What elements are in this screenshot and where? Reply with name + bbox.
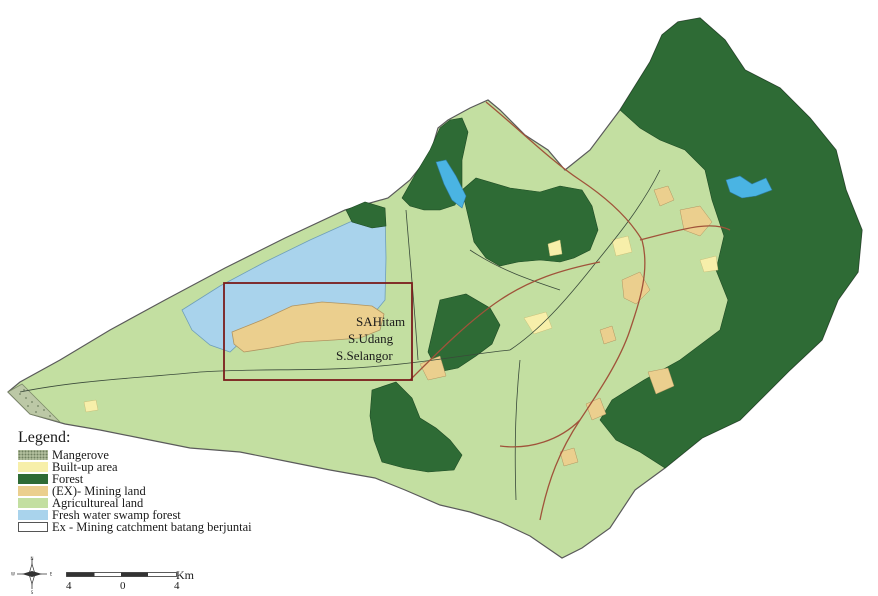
mangrove-dots (19, 389, 51, 417)
built-up-area-patches (83, 235, 719, 413)
legend-label: Agricultureal land (52, 495, 144, 510)
legend-label: (EX)- Mining land (52, 483, 146, 498)
north-letter: N (31, 556, 34, 561)
legend-label: Forest (52, 471, 84, 486)
legend-title: Legend: (18, 429, 71, 446)
legend-swatch-mangrove (18, 450, 48, 460)
label-sselangor: S.Selangor (336, 348, 393, 363)
study-area-box (223, 282, 413, 381)
legend-item-swamp: Fresh water swamp forest (18, 509, 378, 521)
legend: Legend: Mangerove Built-up area Forest (… (18, 430, 378, 533)
legend-item-mangrove: Mangerove (18, 449, 378, 461)
scale-bar: N W E S 4 0 4 Km (10, 556, 240, 596)
east-letter: E (50, 572, 53, 577)
west-letter: W (11, 572, 15, 577)
legend-swatch-forest (18, 474, 48, 484)
rivers (19, 169, 661, 501)
legend-item-agricultural: Agricultureal land (18, 497, 378, 509)
legend-label: Mangerove (52, 447, 109, 462)
legend-label: Built-up area (52, 459, 118, 474)
scale-label-left: 4 (66, 580, 72, 592)
legend-item-built-up: Built-up area (18, 461, 378, 473)
roads (409, 101, 731, 521)
forest-areas (345, 17, 863, 473)
compass-rose-icon: N W E S (11, 556, 53, 595)
legend-item-catchment: Ex - Mining catchment batang berjuntai (18, 521, 378, 533)
water-bodies (435, 159, 773, 209)
legend-swatch-swamp (18, 510, 48, 520)
south-letter: S (31, 590, 34, 595)
legend-swatch-mining (18, 486, 48, 496)
legend-swatch-built-up (18, 462, 48, 472)
legend-label: Ex - Mining catchment batang berjuntai (52, 519, 252, 534)
scale-unit: Km (176, 568, 194, 582)
legend-item-mining: (EX)- Mining land (18, 485, 378, 497)
mangrove-area (7, 383, 62, 423)
label-sudang: S.Udang (348, 331, 394, 346)
label-sahitam: SAHitam (356, 314, 406, 329)
scale-label-right: 4 (174, 580, 180, 592)
legend-swatch-catchment (18, 522, 48, 532)
scale-ruler (66, 572, 177, 577)
legend-label: Fresh water swamp forest (52, 507, 181, 522)
scale-label-mid: 0 (120, 580, 126, 592)
legend-item-forest: Forest (18, 473, 378, 485)
mining-land-study-area (231, 301, 385, 353)
legend-swatch-agricultural (18, 498, 48, 508)
